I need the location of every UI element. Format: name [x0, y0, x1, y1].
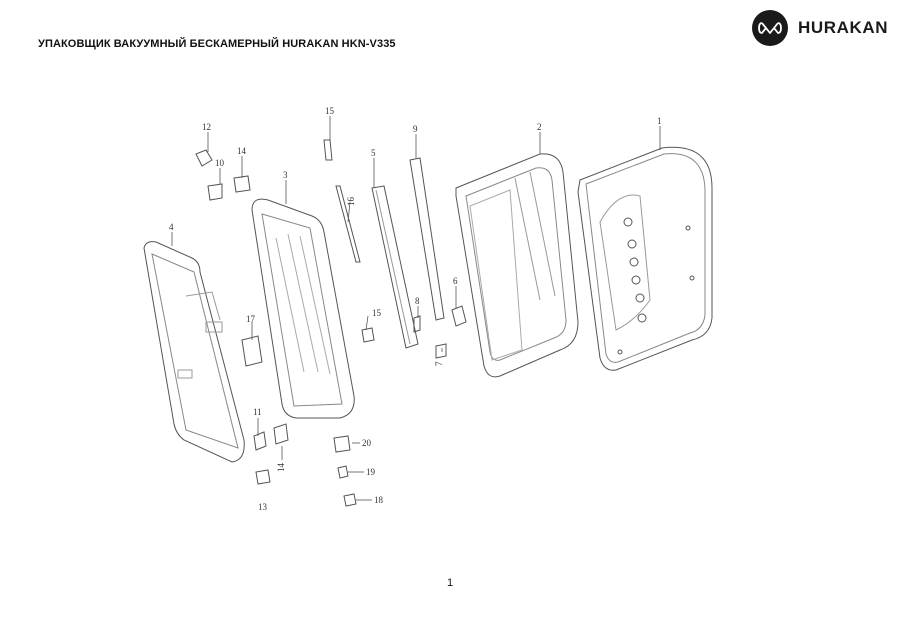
part-1-outer-lid — [577, 146, 713, 371]
callout-11: 11 — [253, 407, 262, 417]
callout-17: 17 — [246, 314, 256, 324]
callout-labels: 1 2 3 4 5 6 7 8 9 10 11 12 13 14 14 15 1… — [169, 106, 662, 512]
part-2-frame — [455, 153, 579, 378]
part-7-button — [435, 343, 447, 359]
part-15-pin — [323, 139, 333, 161]
part-14-bracket-top — [233, 175, 251, 193]
part-11-clip — [253, 431, 267, 451]
callout-14-bottom: 14 — [276, 463, 286, 473]
part-14-bracket-bottom — [273, 423, 289, 445]
part-13-foot — [255, 469, 271, 485]
part-6-switch — [451, 305, 467, 327]
part-4-base-housing — [143, 241, 245, 463]
callout-4: 4 — [169, 222, 174, 232]
callout-8: 8 — [415, 296, 420, 306]
part-10-hinge — [207, 183, 223, 201]
callout-16: 16 — [346, 197, 356, 207]
callout-19: 19 — [366, 467, 376, 477]
callout-6: 6 — [453, 276, 458, 286]
callout-9: 9 — [413, 124, 418, 134]
callout-14-top: 14 — [237, 146, 247, 156]
part-19-spring — [337, 465, 349, 479]
callout-15-top: 15 — [325, 106, 335, 116]
callout-3: 3 — [283, 170, 288, 180]
document-title: УПАКОВЩИК ВАКУУМНЫЙ БЕСКАМЕРНЫЙ HURAKAN … — [38, 38, 396, 50]
callout-7: 7 — [434, 361, 444, 366]
part-18-nozzle — [343, 493, 357, 507]
part-5-heating-bar — [371, 185, 419, 349]
part-15-clip — [361, 327, 375, 343]
infinity-loop-icon — [752, 10, 788, 46]
part-20-valve — [333, 435, 351, 453]
callout-10: 10 — [215, 158, 225, 168]
brand-logo: HURAKAN — [752, 10, 892, 50]
leader-lines — [171, 116, 661, 501]
part-3-inner-frame — [251, 198, 355, 419]
callout-12: 12 — [202, 122, 211, 132]
callout-13: 13 — [258, 502, 268, 512]
part-12-latch — [195, 149, 213, 167]
callout-1: 1 — [657, 116, 662, 126]
part-16-rod — [335, 185, 361, 263]
callout-2: 2 — [537, 122, 542, 132]
page-number: 1 — [446, 577, 454, 589]
callout-5: 5 — [371, 148, 376, 158]
callout-20: 20 — [362, 438, 372, 448]
callout-18: 18 — [374, 495, 384, 505]
callout-15-middle: 15 — [372, 308, 382, 318]
part-9-strip — [409, 157, 445, 321]
brand-name: HURAKAN — [798, 18, 889, 37]
part-17-bracket — [241, 335, 263, 367]
